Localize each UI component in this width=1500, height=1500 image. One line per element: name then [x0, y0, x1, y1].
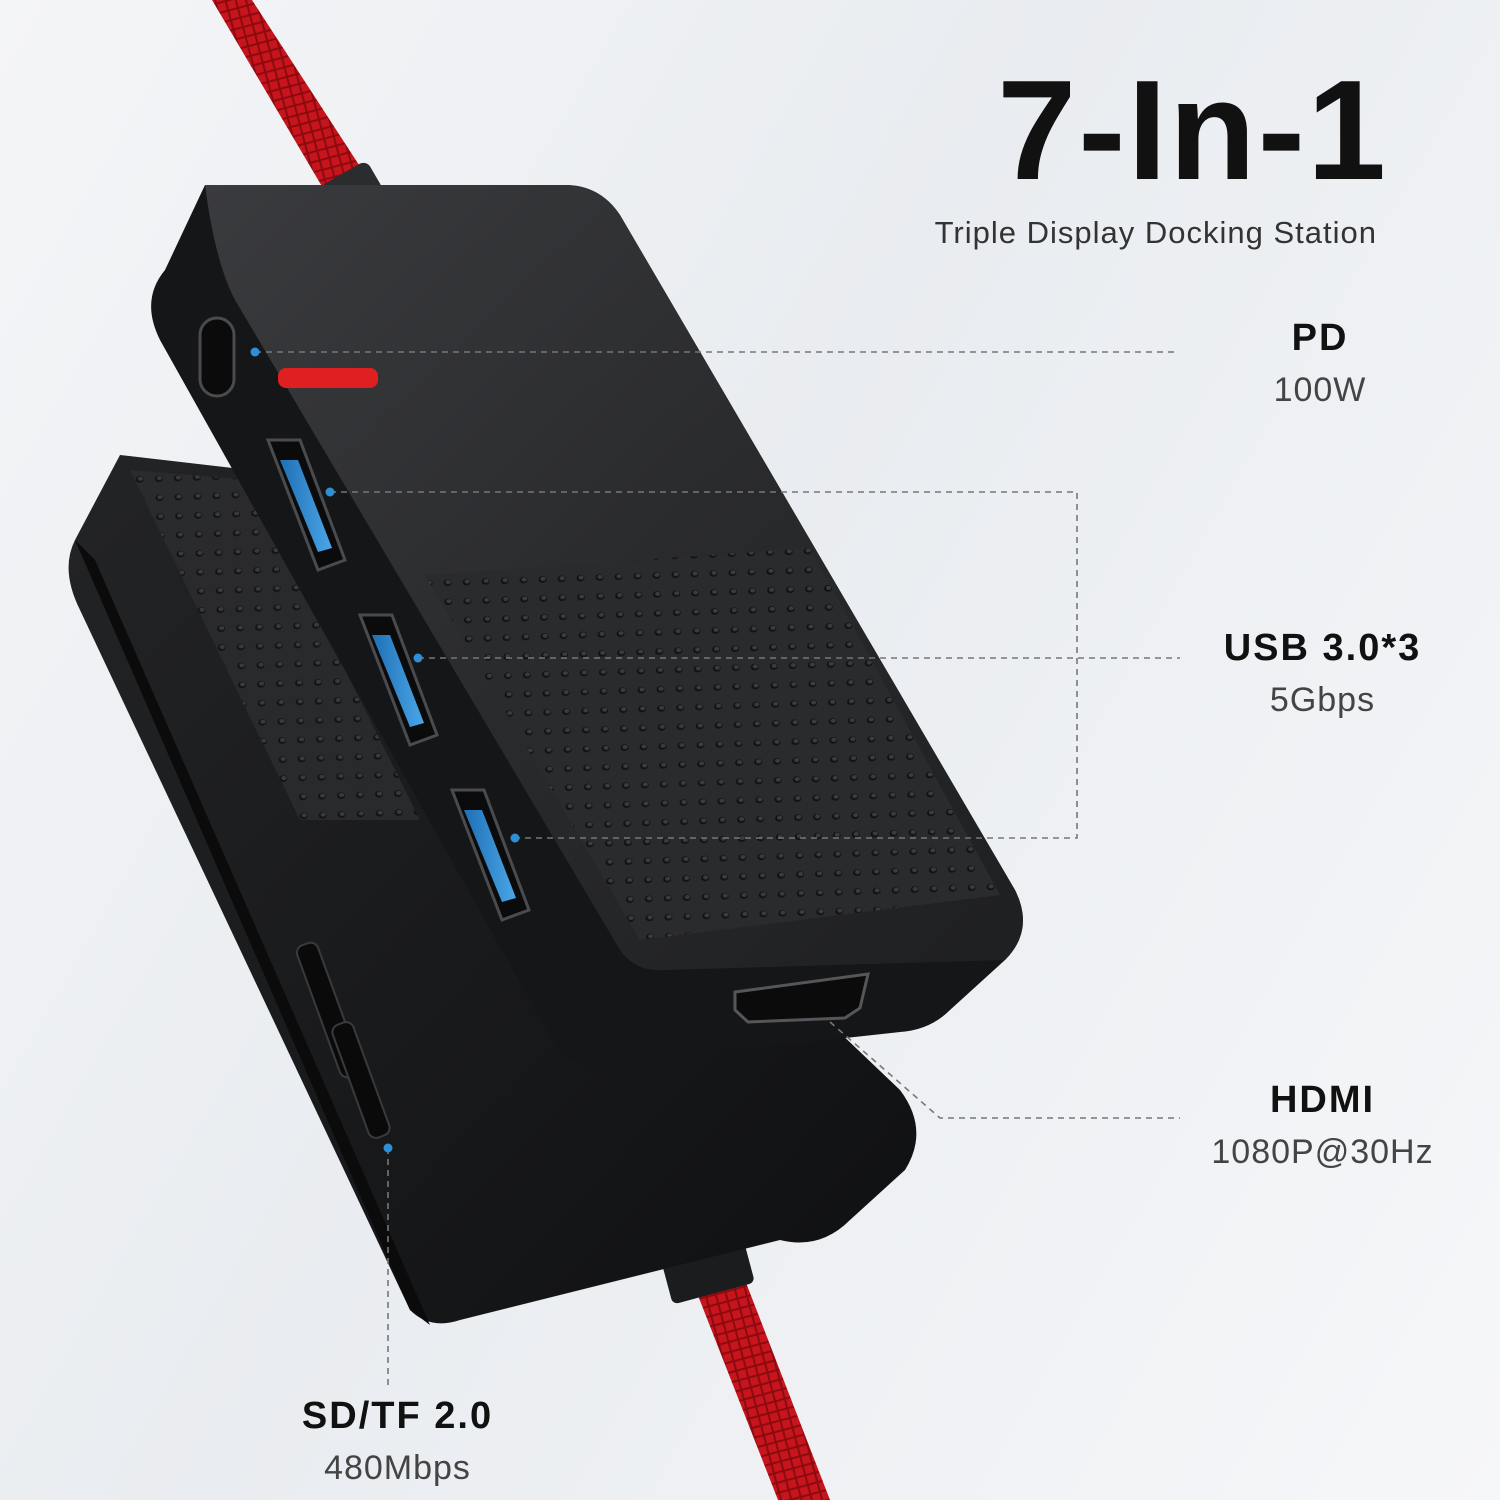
spec-pd-value: 100W: [1273, 370, 1367, 409]
card-slots: [295, 941, 391, 1139]
cable-bottom: [661, 1235, 830, 1500]
usb-c-port-icon: [198, 316, 236, 398]
product-title: 7-In-1: [997, 51, 1388, 210]
spec-sd-value: 480Mbps: [324, 1448, 471, 1487]
upper-hub: [151, 185, 1024, 1066]
usb-a-port-icon: [357, 613, 439, 747]
spec-usb: USB 3.0*3 5Gbps: [1190, 625, 1455, 721]
tf-slot-icon: [331, 1021, 391, 1139]
hdmi-port-icon: [733, 972, 870, 1024]
spec-hdmi-value: 1080P@30Hz: [1211, 1132, 1434, 1171]
usb-a-port-icon: [265, 438, 347, 572]
spec-usb-name: USB 3.0*3: [1223, 627, 1422, 669]
spec-usb-value: 5Gbps: [1269, 680, 1376, 719]
hdmi-leader-line: [829, 1021, 1180, 1119]
spec-hdmi: HDMI 1080P@30Hz: [1180, 1077, 1465, 1173]
callout-dots: [250, 347, 520, 1153]
red-accent-stripe: [278, 368, 378, 388]
spec-pd-name: PD: [1291, 317, 1349, 359]
spec-pd: PD 100W: [1200, 315, 1440, 411]
spec-sd: SD/TF 2.0 480Mbps: [270, 1393, 525, 1489]
ports: [198, 316, 870, 1024]
spec-sd-name: SD/TF 2.0: [301, 1395, 494, 1437]
product-subtitle: Triple Display Docking Station: [934, 215, 1377, 250]
spec-hdmi-name: HDMI: [1269, 1079, 1376, 1121]
usb-a-port-icon: [449, 788, 531, 922]
callout-lines: [255, 351, 1180, 1390]
usb-leader-line: [330, 491, 1180, 839]
